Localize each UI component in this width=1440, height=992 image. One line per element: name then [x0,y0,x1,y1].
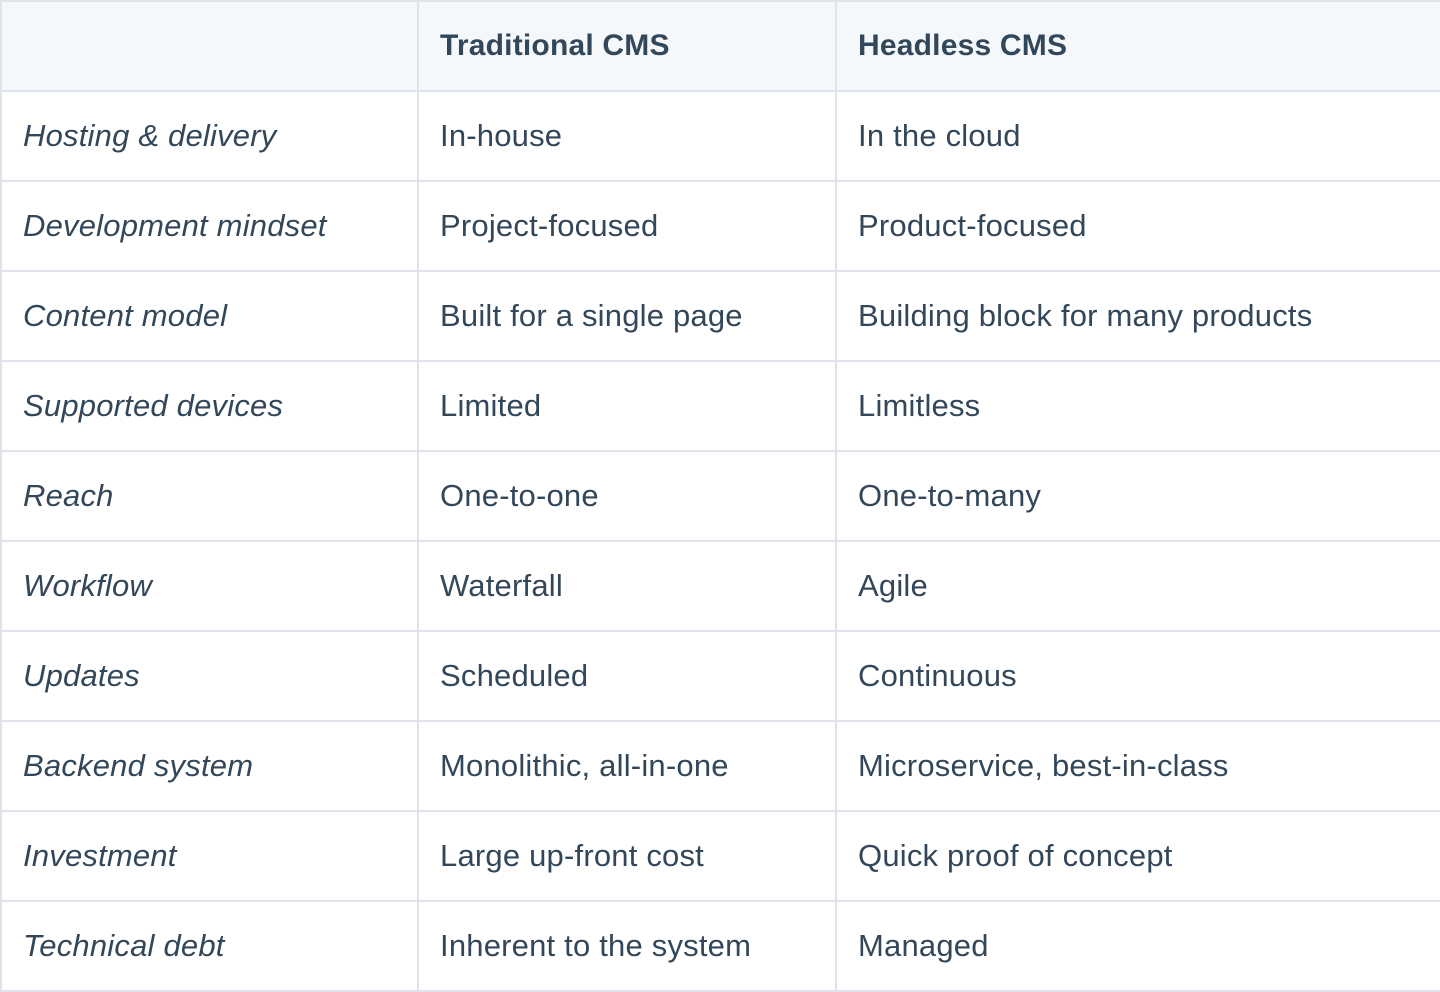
headless-cell: Product-focused [835,180,1440,272]
traditional-cell: Monolithic, all-in-one [417,720,837,812]
header-cell-headless-cms: Headless CMS [835,0,1440,92]
headless-cell: Agile [835,540,1440,632]
table-body: Hosting & delivery In-house In the cloud… [0,90,1440,992]
table-row: Technical debt Inherent to the system Ma… [0,900,1440,992]
traditional-cell: Large up-front cost [417,810,837,902]
table-row: Workflow Waterfall Agile [0,540,1440,632]
headless-cell: Limitless [835,360,1440,452]
table-row: Updates Scheduled Continuous [0,630,1440,722]
traditional-cell: In-house [417,90,837,182]
header-cell-traditional-cms: Traditional CMS [417,0,837,92]
table-row: Backend system Monolithic, all-in-one Mi… [0,720,1440,812]
feature-cell: Reach [0,450,419,542]
feature-cell: Technical debt [0,900,419,992]
feature-cell: Updates [0,630,419,722]
table-row: Supported devices Limited Limitless [0,360,1440,452]
headless-cell: Building block for many products [835,270,1440,362]
traditional-cell: Inherent to the system [417,900,837,992]
feature-cell: Investment [0,810,419,902]
traditional-cell: Project-focused [417,180,837,272]
table-row: Development mindset Project-focused Prod… [0,180,1440,272]
feature-cell: Hosting & delivery [0,90,419,182]
header-row: Traditional CMS Headless CMS [0,0,1440,92]
feature-cell: Workflow [0,540,419,632]
headless-cell: Microservice, best-in-class [835,720,1440,812]
feature-cell: Backend system [0,720,419,812]
headless-cell: Continuous [835,630,1440,722]
table-row: Hosting & delivery In-house In the cloud [0,90,1440,182]
feature-cell: Content model [0,270,419,362]
traditional-cell: One-to-one [417,450,837,542]
traditional-cell: Waterfall [417,540,837,632]
table-row: Reach One-to-one One-to-many [0,450,1440,542]
header-cell-feature [0,0,419,92]
traditional-cell: Built for a single page [417,270,837,362]
headless-cell: Quick proof of concept [835,810,1440,902]
table-header: Traditional CMS Headless CMS [0,0,1440,92]
feature-cell: Development mindset [0,180,419,272]
headless-cell: In the cloud [835,90,1440,182]
table-row: Content model Built for a single page Bu… [0,270,1440,362]
headless-cell: One-to-many [835,450,1440,542]
traditional-cell: Scheduled [417,630,837,722]
headless-cell: Managed [835,900,1440,992]
table-row: Investment Large up-front cost Quick pro… [0,810,1440,902]
traditional-cell: Limited [417,360,837,452]
feature-cell: Supported devices [0,360,419,452]
